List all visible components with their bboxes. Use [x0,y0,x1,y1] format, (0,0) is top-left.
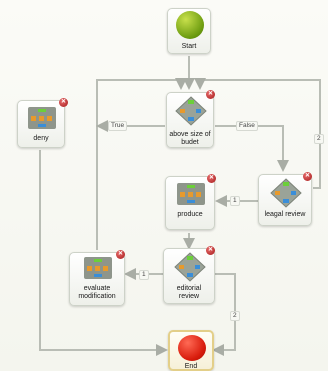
edge-label-false: False [236,121,258,131]
edge-label-leagal-loop: 2 [314,134,324,144]
decision-icon [174,252,206,282]
deny-node[interactable]: ✕ deny [17,98,68,148]
decision-icon [175,96,207,126]
task-icon [84,257,112,279]
evaluate-label-1: evaluate [83,285,111,292]
delete-icon[interactable]: ✕ [59,98,68,107]
editorial-review-node[interactable]: ✕ editorial review [163,246,215,304]
task-icon [177,183,205,205]
start-label: Start [181,43,197,50]
above-size-node[interactable]: ✕ above size of budet [166,90,215,148]
edge-false [215,125,289,172]
decision-icon [270,178,302,208]
deny-label: deny [33,135,49,142]
edge-evaluate-to-above [96,78,187,250]
delete-icon[interactable]: ✕ [206,246,215,255]
produce-label: produce [177,211,203,218]
start-circle-icon [176,11,204,39]
edge-deny-to-end [39,150,168,356]
end-label: End [184,363,198,370]
edge-leagal-loop [194,78,321,185]
editorial-label-1: editorial [176,285,202,292]
delete-icon[interactable]: ✕ [206,90,215,99]
evaluate-label-2: modification [78,293,116,300]
end-node[interactable]: End [168,330,214,371]
edge-label-editorial-to-evaluate: 1 [139,270,149,280]
edge-label-true: True [108,121,128,131]
editorial-label-2: review [178,293,200,300]
produce-node[interactable]: ✕ produce [165,174,216,230]
task-icon [28,107,56,129]
edge-leagal-down [313,140,321,189]
edge-label-editorial-to-end: 2 [230,311,240,321]
start-node[interactable]: Start [167,8,211,54]
leagal-review-label: leagal review [264,211,306,218]
edge-label-leagal-to-produce: 1 [230,196,240,206]
delete-icon[interactable]: ✕ [303,172,312,181]
above-size-label-1: above size of [169,131,211,138]
evaluate-modification-node[interactable]: ✕ evaluate modification [69,250,125,306]
end-circle-icon [178,335,206,361]
delete-icon[interactable]: ✕ [207,174,216,183]
leagal-review-node[interactable]: ✕ leagal review [258,172,312,226]
delete-icon[interactable]: ✕ [116,250,125,259]
above-size-label-2: budet [181,139,199,146]
